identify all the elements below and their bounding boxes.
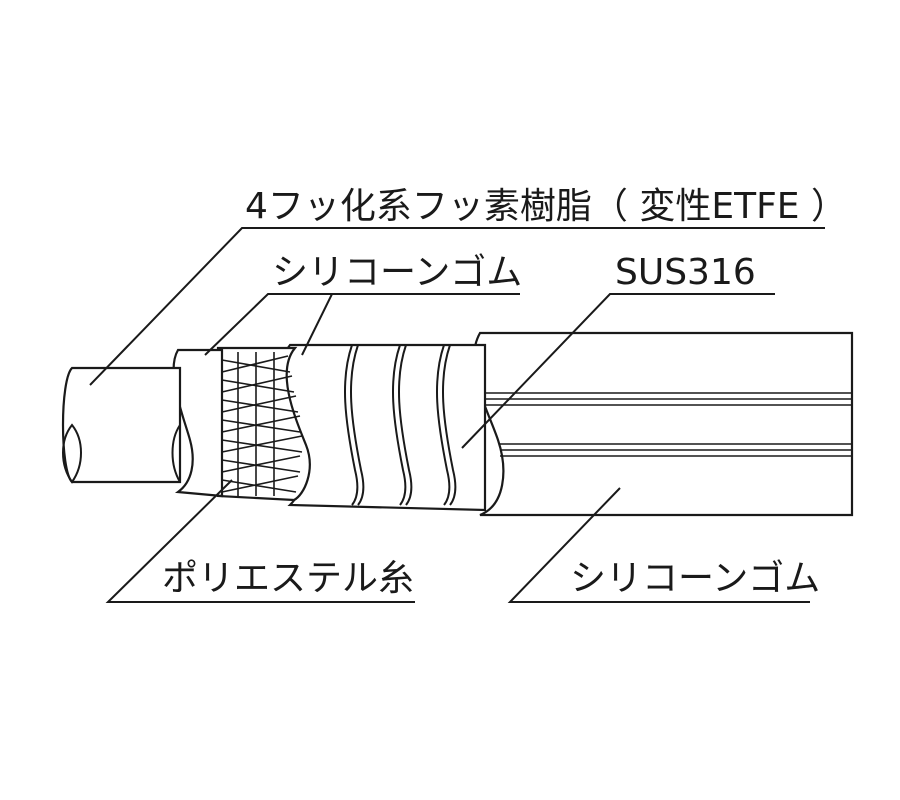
label-sus316: SUS316 — [615, 252, 756, 293]
label-silicone-inner: シリコーンゴム — [272, 252, 522, 293]
etfe-inner-tube — [61, 366, 182, 484]
label-etfe: 4フッ化系フッ素樹脂（ 変性ETFE ） — [245, 186, 847, 227]
outer-silicone-jacket — [466, 331, 854, 517]
polyester-braid-layer — [216, 346, 311, 502]
sus316-wire-layer — [280, 343, 487, 512]
leader-lines — [89, 227, 825, 603]
label-polyester: ポリエステル糸 — [162, 558, 414, 599]
label-silicone-outer: シリコーンゴム — [570, 558, 820, 599]
braid-mesh — [221, 352, 303, 496]
